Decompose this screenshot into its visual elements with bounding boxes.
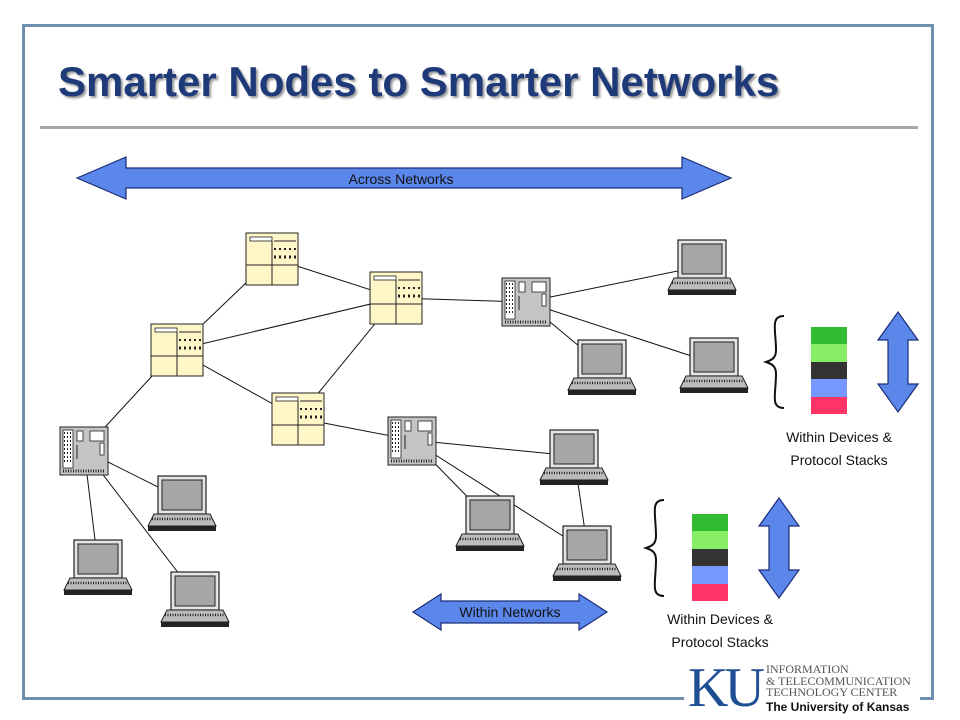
title-divider — [40, 126, 918, 129]
stack-label-line2: Protocol Stacks — [671, 634, 768, 650]
protocol-stack-upper: Within Devices & Protocol Stacks — [762, 310, 920, 468]
router-icon — [58, 425, 110, 477]
stack-layer — [692, 549, 728, 566]
laptop-icon — [666, 238, 738, 297]
stack-layer — [811, 362, 847, 379]
stack-label-line1: Within Devices & — [786, 429, 892, 445]
laptop-icon — [62, 538, 134, 597]
ittc-tagline: INFORMATION & TELECOMMUNICATION TECHNOLO… — [766, 662, 911, 699]
laptop-icon — [678, 336, 750, 395]
laptop-icon — [551, 524, 623, 583]
stack-label-line1: Within Devices & — [667, 611, 773, 627]
laptop-icon — [454, 494, 526, 553]
stack-layer — [692, 531, 728, 549]
across-networks-arrow: Across Networks — [75, 156, 733, 200]
stack-layer — [811, 327, 847, 344]
slide-frame — [22, 24, 934, 700]
ku-ittc-logo: KU INFORMATION & TELECOMMUNICATION TECHN… — [684, 658, 920, 720]
link-line — [411, 439, 575, 457]
across-networks-label: Across Networks — [348, 171, 453, 187]
stack-layer — [811, 397, 847, 414]
stack-layer — [692, 514, 728, 531]
link-line — [175, 297, 397, 351]
university-name: The University of Kansas — [766, 700, 910, 714]
double-headed-arrow-icon — [75, 156, 733, 200]
vertical-double-arrow-icon — [876, 310, 920, 414]
curly-brace-icon — [762, 315, 785, 409]
ku-logo-letters: KU — [688, 657, 765, 719]
laptop-icon — [538, 428, 610, 487]
laptop-icon — [566, 338, 638, 397]
laptop-icon — [146, 474, 218, 533]
stack-layer — [811, 379, 847, 397]
server-icon — [270, 391, 326, 447]
router-icon — [500, 276, 552, 328]
curly-brace-icon — [642, 499, 665, 597]
stack-layer — [692, 584, 728, 601]
server-icon — [244, 231, 300, 287]
within-networks-arrow: Within Networks — [411, 592, 609, 632]
link-line — [525, 265, 703, 303]
stack-layer — [811, 344, 847, 362]
laptop-icon — [159, 570, 231, 629]
router-icon — [386, 415, 438, 467]
within-networks-label: Within Networks — [459, 604, 560, 620]
server-icon — [149, 322, 205, 378]
protocol-stack-lower: Within Devices & Protocol Stacks — [642, 496, 801, 650]
link-line — [525, 301, 717, 365]
stack-label-line2: Protocol Stacks — [790, 452, 887, 468]
double-headed-arrow-icon — [411, 592, 609, 632]
server-icon — [368, 270, 424, 326]
vertical-double-arrow-icon — [757, 496, 801, 600]
slide-title: Smarter Nodes to Smarter Networks — [58, 58, 780, 105]
stack-layer — [692, 566, 728, 584]
